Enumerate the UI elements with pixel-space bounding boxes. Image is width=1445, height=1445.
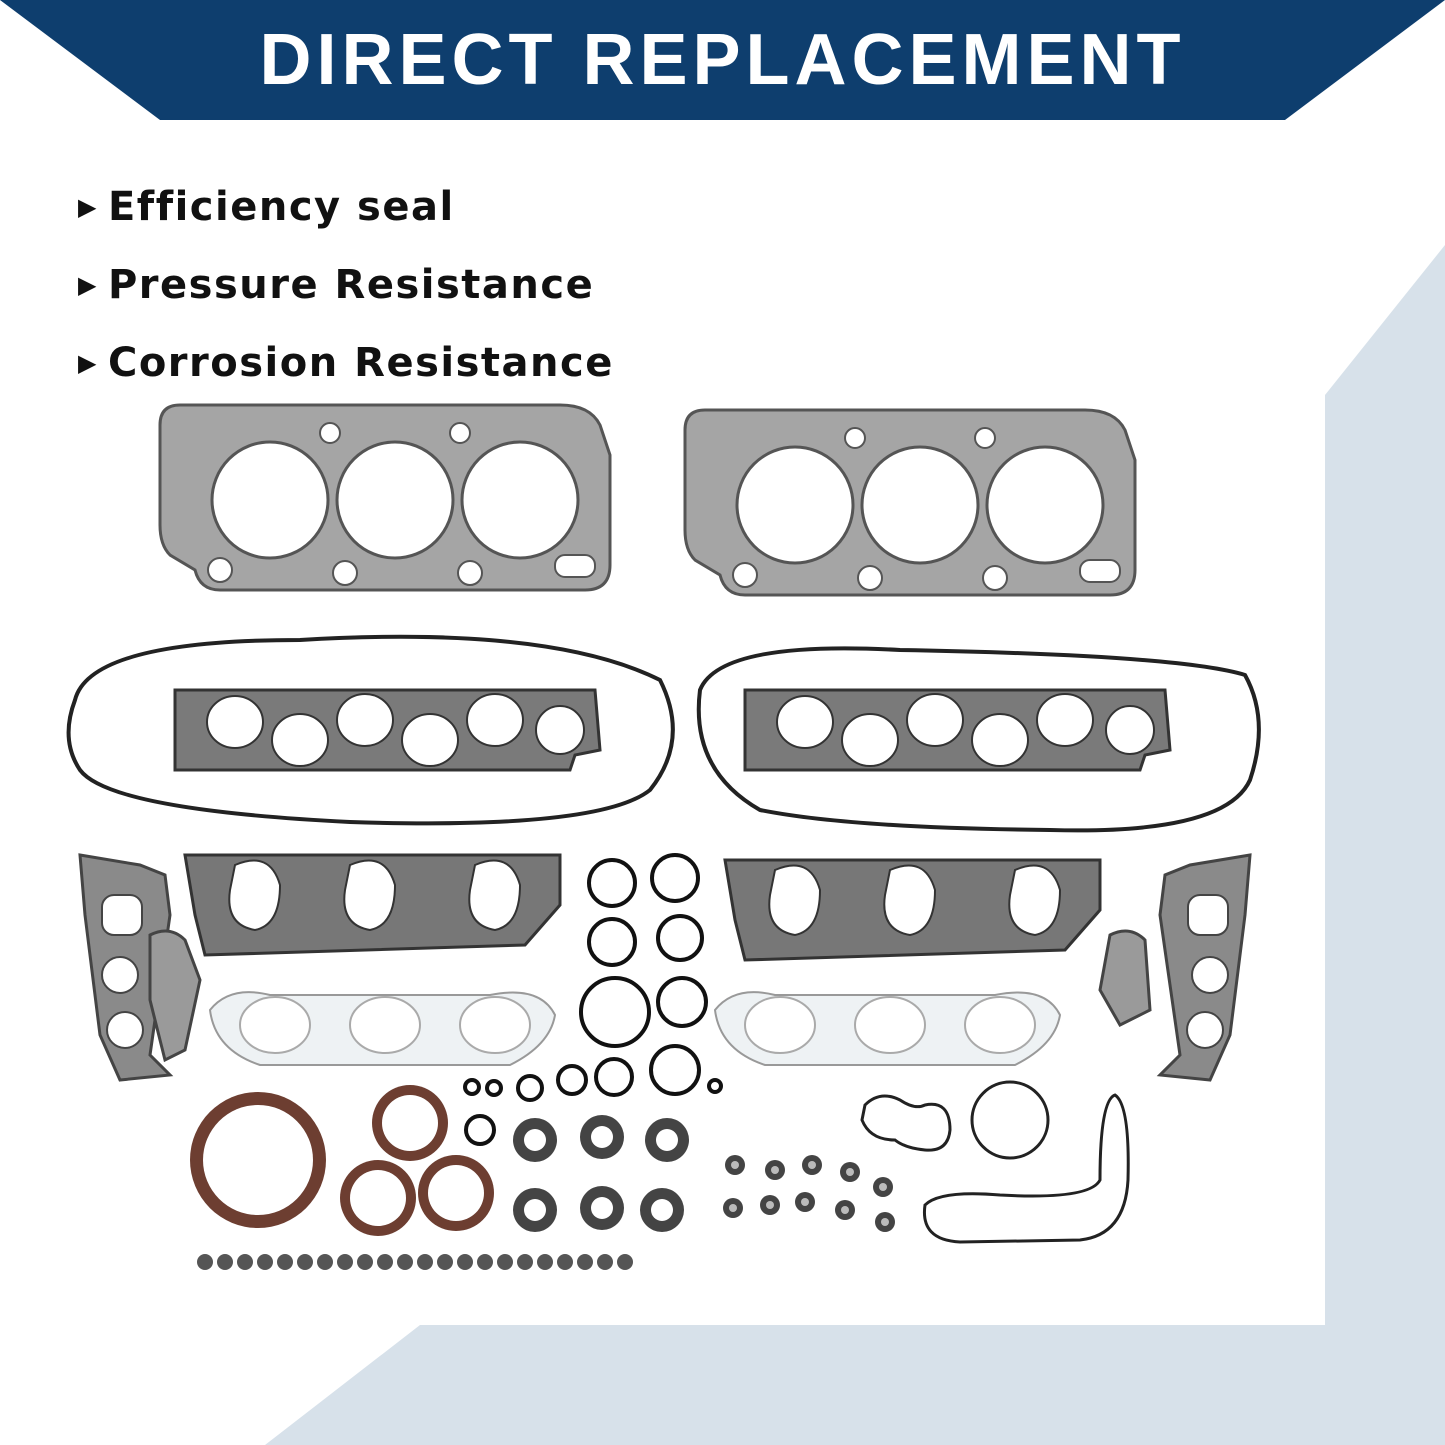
feature-label: Pressure Resistance <box>107 262 595 308</box>
banner-background <box>0 0 1445 120</box>
title-banner: DIRECT REPLACEMENT <box>0 0 1445 120</box>
feature-label: Efficiency seal <box>107 184 455 230</box>
feature-label: Corrosion Resistance <box>107 340 614 386</box>
feature-item: ▶ Pressure Resistance <box>78 246 614 324</box>
gasket-set-image <box>66 403 1261 1270</box>
banner-title: DIRECT REPLACEMENT <box>259 20 1186 100</box>
feature-list: ▶ Efficiency seal ▶ Pressure Resistance … <box>78 168 614 402</box>
feature-item: ▶ Efficiency seal <box>78 168 614 246</box>
triangle-right-icon: ▶ <box>78 349 98 377</box>
triangle-right-icon: ▶ <box>78 193 98 221</box>
feature-item: ▶ Corrosion Resistance <box>78 324 614 402</box>
triangle-right-icon: ▶ <box>78 271 98 299</box>
